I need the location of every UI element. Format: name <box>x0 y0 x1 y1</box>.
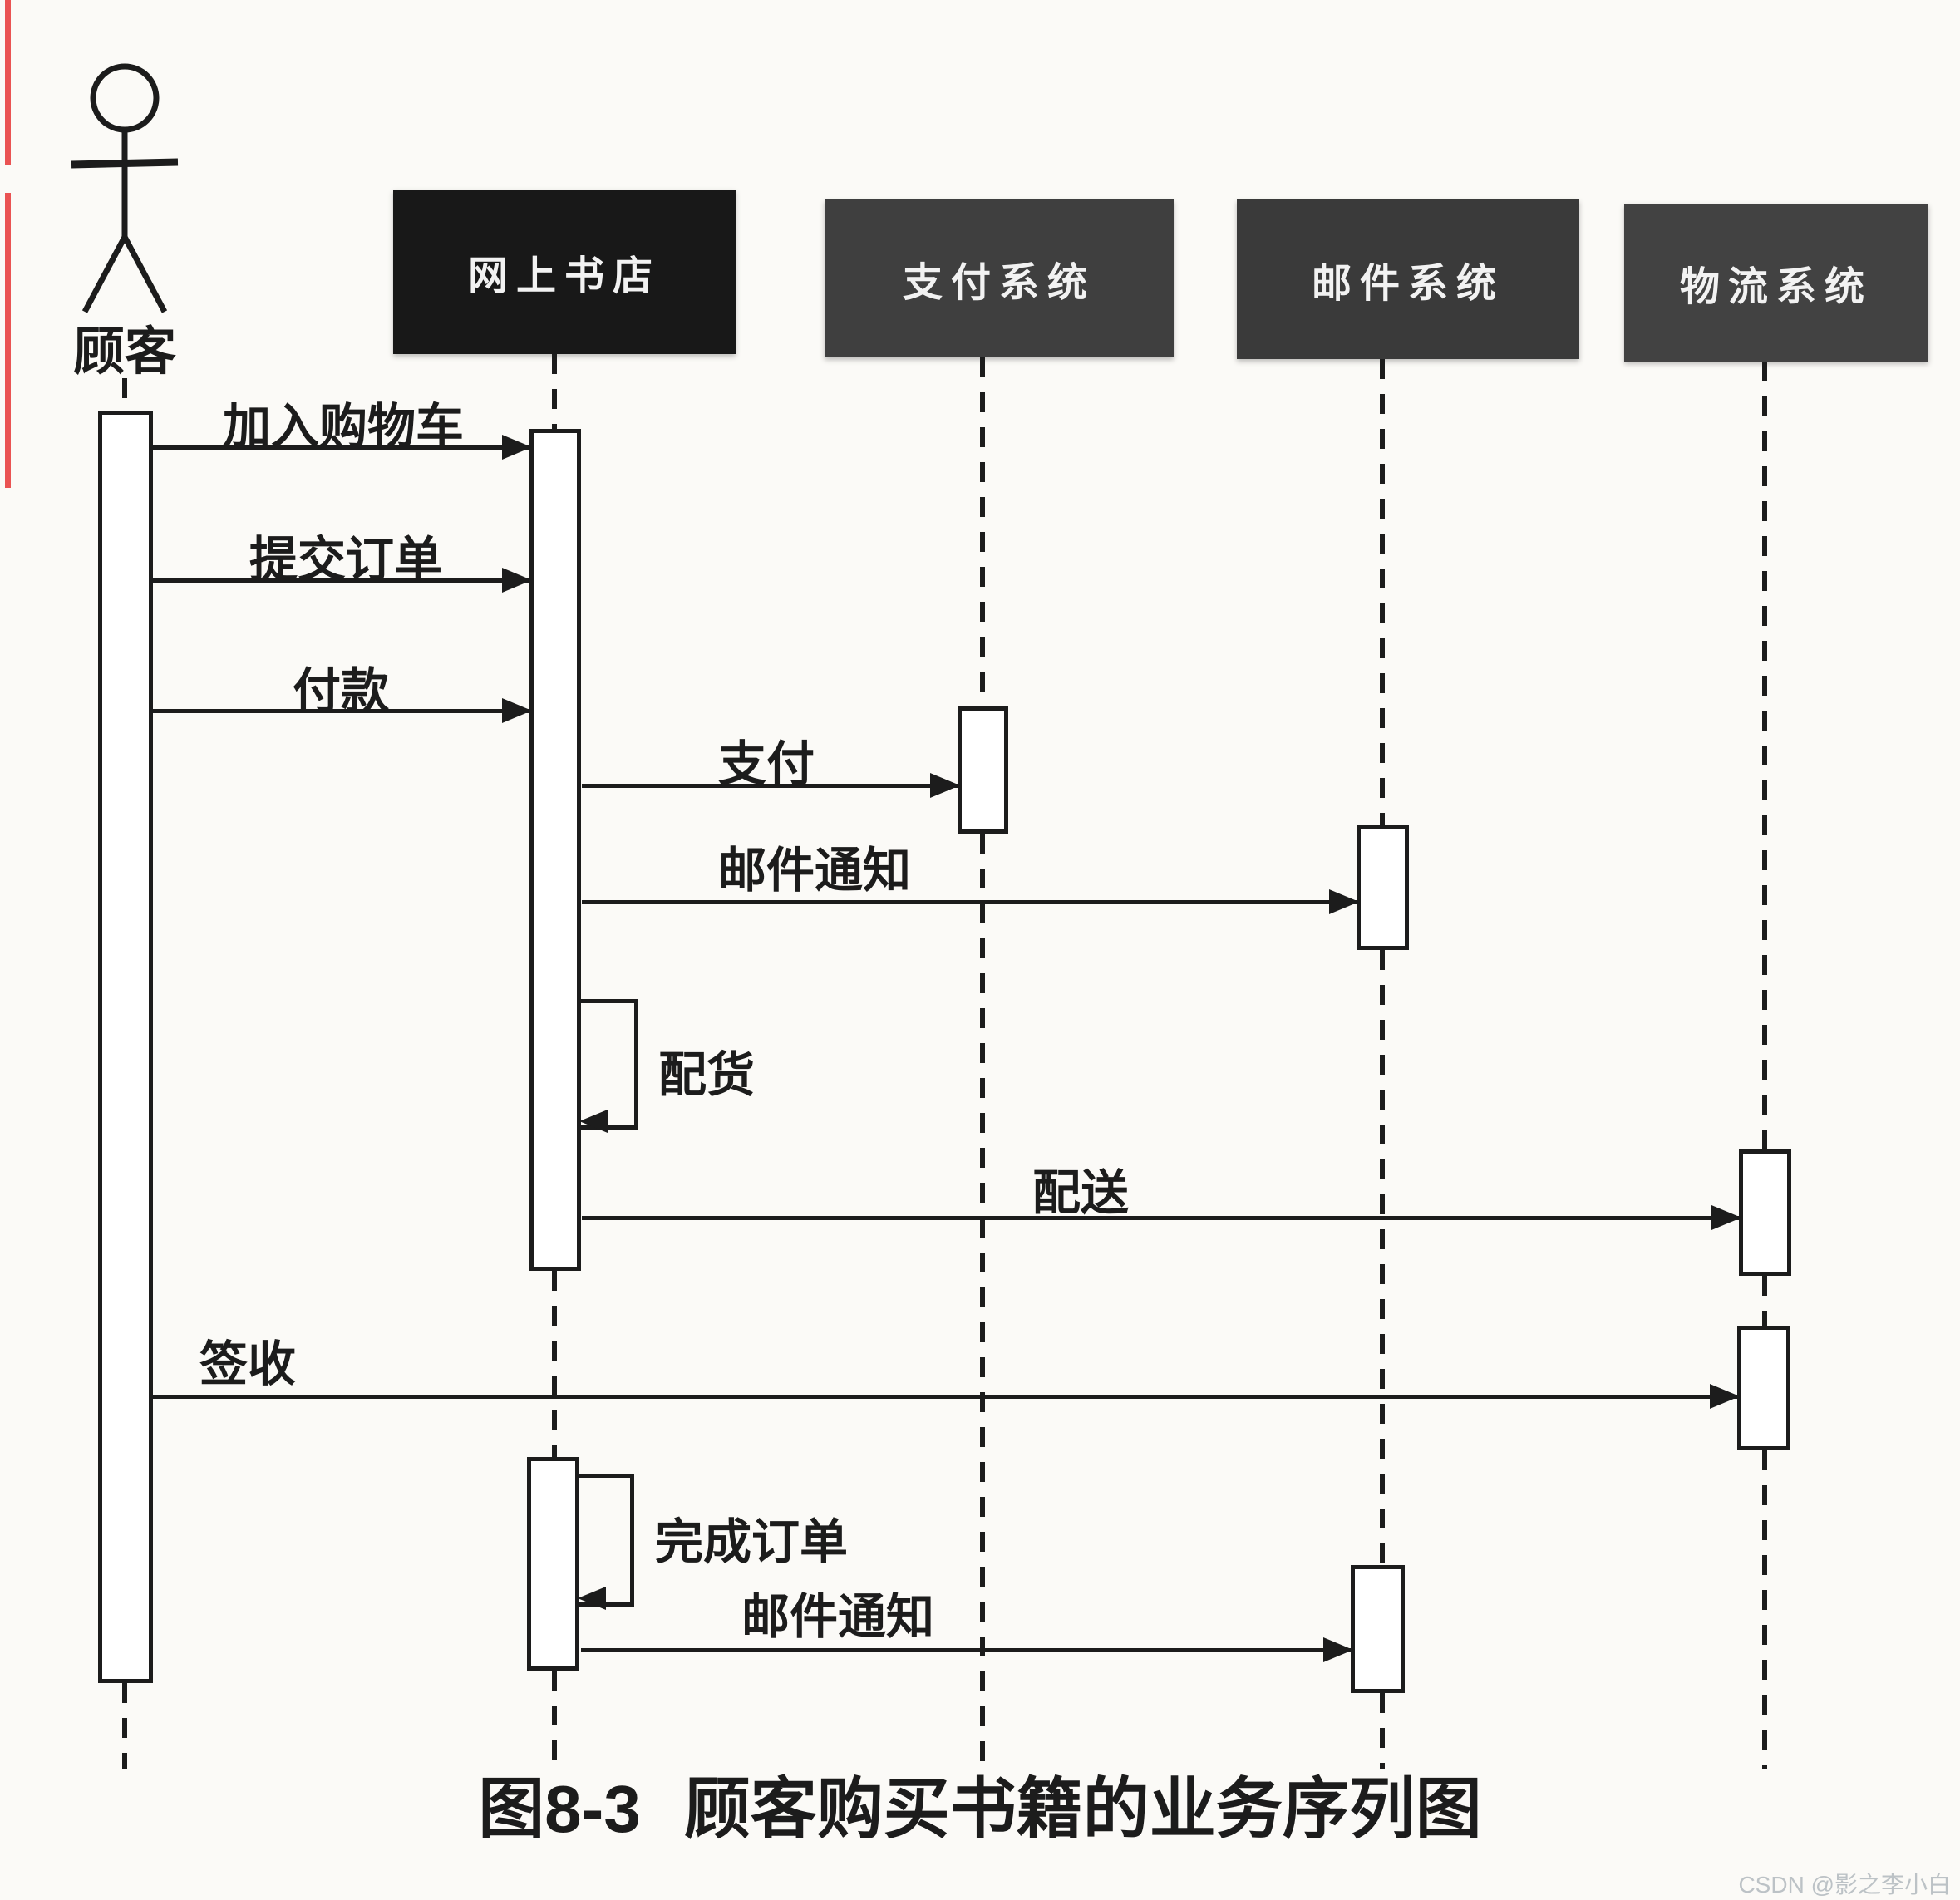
arrowhead-icon <box>930 773 960 798</box>
figure-caption: 图8-3 顾客购买书籍的业务序列图 <box>0 1755 1960 1852</box>
participant-box-logistics-system: 物流系统 <box>1624 204 1928 362</box>
arrowhead-icon <box>502 568 532 593</box>
self-message-loop-complete-order <box>578 1474 634 1610</box>
activation-bookstore-1 <box>529 429 581 1271</box>
arrowhead-icon <box>579 1110 608 1133</box>
message-label: 完成订单 <box>655 1515 849 1569</box>
activation-email-1 <box>1357 825 1409 950</box>
participant-box-payment-system: 支付系统 <box>825 199 1174 357</box>
lifeline-payment-segment <box>980 357 985 706</box>
figure-number: 图8-3 <box>478 1772 641 1846</box>
message-label: 付款 <box>293 664 390 718</box>
participant-label: 邮件系统 <box>1311 262 1504 306</box>
activation-bookstore-2 <box>527 1457 579 1671</box>
arrowhead-icon <box>1711 1205 1741 1230</box>
lifeline-logistics-segment <box>1762 1450 1767 1769</box>
message-arrow-payment <box>582 773 960 798</box>
participant-label: 网上书店 <box>467 254 661 298</box>
scan-artifact-red-mark <box>5 193 11 488</box>
activation-payment-1 <box>958 706 1008 834</box>
activation-email-2 <box>1351 1565 1405 1693</box>
message-label: 配送 <box>1032 1166 1130 1220</box>
message-arrow-sign-receipt <box>153 1384 1740 1409</box>
activation-customer <box>98 411 153 1683</box>
message-label: 签收 <box>199 1337 297 1391</box>
participant-box-online-bookstore: 网上书店 <box>393 190 736 354</box>
message-arrow-submit-order <box>153 568 532 593</box>
lifeline-email-segment <box>1380 950 1385 1565</box>
message-arrow-add-to-cart <box>153 435 532 460</box>
lifeline-bookstore-segment <box>552 354 557 429</box>
arrowhead-icon <box>1323 1637 1353 1662</box>
participant-box-email-system: 邮件系统 <box>1237 199 1579 359</box>
message-label: 配货 <box>658 1048 756 1102</box>
message-label: 提交订单 <box>249 533 443 587</box>
lifeline-email-segment <box>1380 359 1385 825</box>
arrowhead-icon <box>1329 889 1359 914</box>
activation-logistics-2 <box>1737 1326 1790 1450</box>
watermark: CSDN @影之李小白 <box>1738 1872 1951 1898</box>
participant-label: 物流系统 <box>1679 265 1873 309</box>
scan-artifact-red-mark <box>5 0 11 165</box>
arrowhead-icon <box>502 435 532 460</box>
message-arrow-email-notify-2 <box>581 1637 1353 1662</box>
arrowhead-icon <box>578 1587 606 1610</box>
message-label: 邮件通知 <box>718 844 912 898</box>
lifeline-bookstore-segment <box>552 1271 557 1457</box>
activation-logistics-1 <box>1739 1149 1791 1276</box>
actor-customer-icon <box>71 63 179 313</box>
message-label: 邮件通知 <box>741 1590 935 1644</box>
message-arrow-email-notify-1 <box>582 889 1359 914</box>
arrowhead-icon <box>1710 1384 1740 1409</box>
lifeline-customer-segment <box>122 1683 127 1769</box>
participant-label: 支付系统 <box>902 261 1096 305</box>
lifeline-email-segment <box>1380 1693 1385 1769</box>
lifeline-payment-segment <box>980 834 985 1769</box>
message-label: 支付 <box>718 737 815 791</box>
lifeline-logistics-segment <box>1762 362 1767 1149</box>
lifeline-customer-segment <box>122 378 127 411</box>
lifeline-logistics-segment <box>1762 1276 1767 1326</box>
arrowhead-icon <box>502 698 532 723</box>
self-message-loop-allocate <box>579 999 638 1133</box>
message-arrow-deliver <box>582 1205 1741 1230</box>
figure-title: 顾客购买书籍的业务序列图 <box>683 1772 1482 1846</box>
lifeline-bookstore-segment <box>552 1671 557 1769</box>
message-arrow-pay <box>153 698 532 723</box>
actor-label: 顾客 <box>72 323 176 381</box>
message-label: 加入购物车 <box>223 400 465 454</box>
